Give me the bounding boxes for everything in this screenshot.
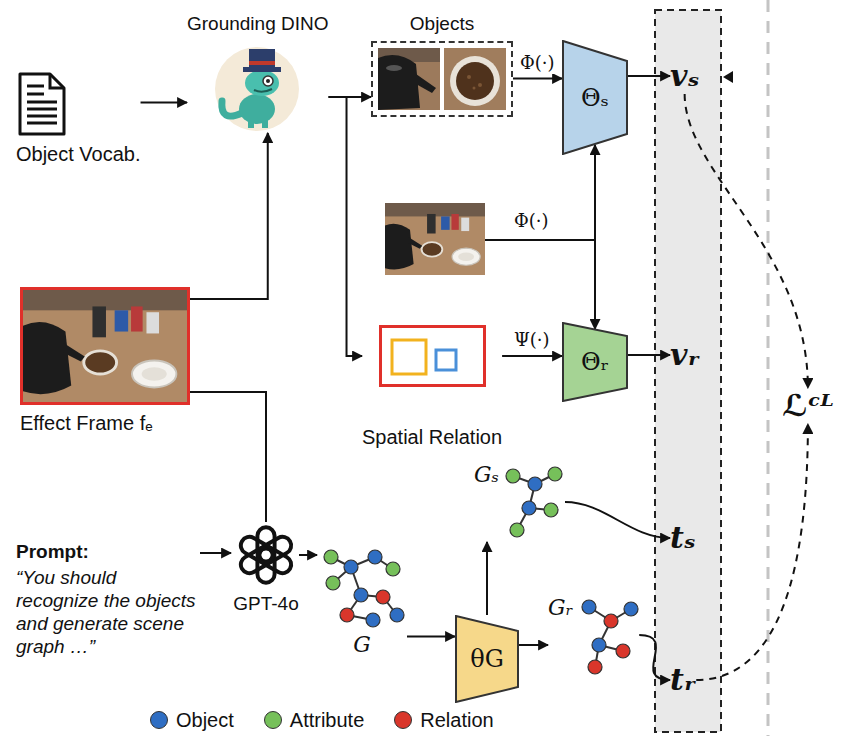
- scene-graph: G: [317, 545, 407, 658]
- frame-photo: [383, 203, 487, 275]
- llm-icon: GPT-4o: [233, 522, 299, 615]
- vector-symbol: tᵣ: [670, 662, 696, 698]
- node-text: Θᵣ: [581, 348, 609, 376]
- graph-encoder-trapezoid: θG: [455, 615, 519, 703]
- encoder-trapezoid: Θᵣ: [562, 322, 628, 402]
- connector: [329, 97, 362, 356]
- connector: [628, 354, 670, 356]
- prompt-text: “You should recognize the objects and ge…: [16, 566, 198, 658]
- connector: [696, 424, 808, 680]
- effect-frame: Effect Frame fₑ: [20, 287, 190, 435]
- node-text: Objects: [410, 12, 474, 35]
- legend-swatch: [150, 711, 168, 729]
- node-text: Gᵣ: [548, 595, 573, 621]
- node-text: ℒᶜᴸ: [782, 388, 834, 424]
- connector: [502, 355, 562, 357]
- legend: Object Attribute Relation: [150, 708, 494, 732]
- sub-graph: Gₛ: [474, 462, 565, 542]
- edge-label: Φ(·): [518, 52, 557, 74]
- legend-text: Attribute: [290, 708, 364, 732]
- node-text: Object Vocab.: [16, 142, 141, 166]
- prompt-arrow: [200, 552, 231, 554]
- connector: [513, 78, 562, 80]
- sub-graph: Gᵣ: [548, 595, 639, 675]
- frame-border: [20, 287, 190, 405]
- connector: [190, 392, 266, 522]
- connector: [519, 644, 548, 646]
- detector-icon: Grounding DINO: [187, 12, 329, 133]
- vector-symbol: vᵣ: [670, 337, 700, 373]
- icon: [317, 545, 407, 630]
- object-crop: [444, 48, 506, 110]
- legend-item: Object: [150, 708, 234, 732]
- vocab-document: Object Vocab.: [16, 72, 141, 166]
- legend-item: Attribute: [264, 708, 364, 732]
- loss-symbol: ℒᶜᴸ: [782, 388, 834, 424]
- legend-text: Object: [176, 708, 234, 732]
- prompt-heading: Prompt:: [16, 540, 89, 563]
- icon: [210, 41, 305, 133]
- legend-swatch: [394, 711, 412, 729]
- node-text: vₛ: [670, 58, 699, 94]
- icon: [233, 522, 299, 588]
- dashed-crop-box: [371, 41, 513, 117]
- connector: [628, 75, 670, 77]
- edge-label: Ψ(·): [512, 329, 552, 351]
- connector: [190, 133, 268, 299]
- node-text: Spatial Relation: [362, 425, 502, 449]
- node-text: GPT-4o: [233, 592, 298, 615]
- frame-feature-line: [485, 239, 595, 241]
- shared-feature-line: [594, 145, 596, 329]
- node-text: θG: [470, 645, 504, 673]
- relation-box: [379, 325, 486, 387]
- node-text: Gₛ: [474, 462, 499, 488]
- node-text: G: [353, 632, 371, 658]
- icon: [501, 462, 565, 542]
- connector: [486, 542, 488, 615]
- legend-swatch: [264, 711, 282, 729]
- node-text: vᵣ: [670, 337, 700, 373]
- feature-function-label: Φ(·): [512, 210, 551, 232]
- connector: [639, 635, 670, 680]
- connector: [299, 554, 317, 556]
- legend-text: Relation: [420, 708, 493, 732]
- icon: [16, 72, 68, 136]
- spatial-relation: Spatial Relation: [362, 325, 502, 449]
- connector: [407, 636, 455, 638]
- connector: [141, 102, 187, 104]
- node-text: tᵣ: [670, 662, 696, 698]
- object-crop: [378, 48, 440, 110]
- node-text: Grounding DINO: [187, 12, 329, 35]
- node-text: Effect Frame fₑ: [20, 411, 153, 435]
- vector-symbol: tₛ: [670, 520, 696, 556]
- node-text: tₛ: [670, 520, 696, 556]
- connector: [565, 502, 670, 538]
- node-text: Θₛ: [581, 84, 609, 112]
- vector-symbol: vₛ: [670, 58, 699, 94]
- encoder-trapezoid: Θₛ: [562, 40, 628, 155]
- object-crops: Objects: [371, 12, 513, 117]
- connector: [685, 94, 808, 388]
- icon: [575, 595, 639, 675]
- legend-item: Relation: [394, 708, 493, 732]
